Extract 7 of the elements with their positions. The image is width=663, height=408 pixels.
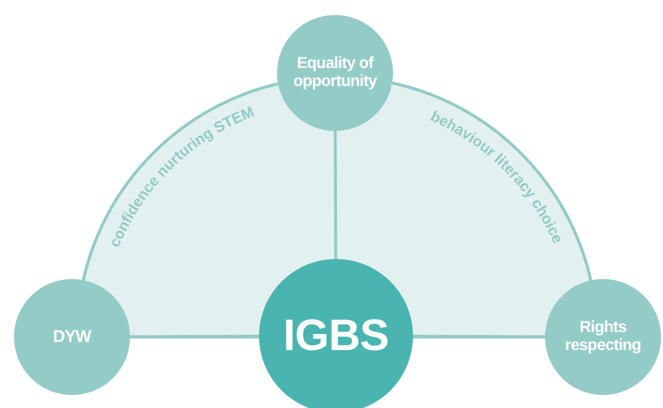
circle-label: Rights respecting bbox=[564, 319, 642, 355]
circle-label: Equality of opportunity bbox=[292, 55, 378, 91]
connector-line bbox=[334, 131, 338, 259]
circle-label: DYW bbox=[52, 328, 92, 346]
connector-line bbox=[413, 334, 546, 338]
connector-line bbox=[130, 334, 260, 338]
circle-label: IGBS bbox=[283, 312, 389, 360]
